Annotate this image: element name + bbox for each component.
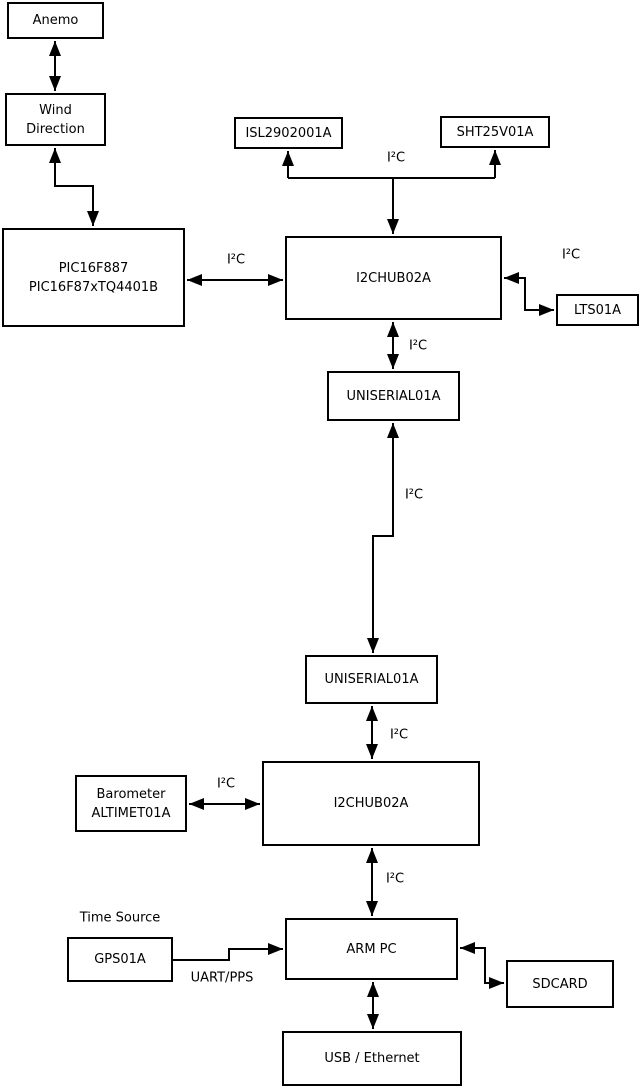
edge-label-i2c-hub1-lts: I²C bbox=[561, 247, 581, 263]
edge-label-i2c-pic-hub1: I²C bbox=[226, 252, 246, 268]
node-gps: GPS01A bbox=[67, 937, 173, 982]
label-time-source: Time Source bbox=[79, 910, 161, 926]
node-barometer-label-line2: ALTIMET01A bbox=[91, 805, 171, 821]
node-uniserial-1: UNISERIAL01A bbox=[327, 371, 460, 421]
node-sdcard-label: SDCARD bbox=[532, 976, 588, 992]
edge-label-i2c-sensor-bus: I²C bbox=[386, 150, 406, 166]
node-isl-light-sensor: ISL2902001A bbox=[234, 117, 343, 149]
node-pic-microcontroller: PIC16F887 PIC16F87xTQ4401B bbox=[2, 228, 185, 327]
node-gps-label: GPS01A bbox=[94, 952, 146, 967]
edge-hub1-lts bbox=[504, 272, 554, 316]
node-usb-ethernet-label: USB / Ethernet bbox=[324, 1051, 420, 1066]
node-uniserial-2: UNISERIAL01A bbox=[305, 655, 438, 704]
edge-uniserial1-uniserial2 bbox=[367, 423, 399, 653]
edge-label-i2c-barometer-hub2: I²C bbox=[216, 776, 236, 792]
node-pic-label-line2: PIC16F87xTQ4401B bbox=[28, 279, 159, 295]
edge-label-i2c-hub1-uniserial1: I²C bbox=[408, 338, 428, 354]
node-wind-direction-label-line2: Direction bbox=[26, 121, 85, 137]
node-anemometer-label: Anemo bbox=[32, 13, 79, 28]
edge-label-i2c-uniserial2-hub2: I²C bbox=[389, 727, 409, 743]
node-lts-temperature-sensor: LTS01A bbox=[556, 294, 639, 326]
node-sht-humidity-sensor: SHT25V01A bbox=[440, 116, 550, 148]
node-wind-direction-label-line1: Wind bbox=[39, 102, 72, 118]
edge-winddirection-pic bbox=[49, 148, 99, 226]
node-anemometer: Anemo bbox=[7, 2, 104, 39]
edge-label-i2c-uniserial-link: I²C bbox=[404, 487, 424, 503]
node-i2c-hub-1-label: I2CHUB02A bbox=[356, 270, 431, 286]
node-uniserial-1-label: UNISERIAL01A bbox=[346, 388, 441, 404]
edge-label-i2c-hub2-armpc: I²C bbox=[385, 871, 405, 887]
node-sht-label: SHT25V01A bbox=[456, 124, 534, 140]
node-i2c-hub-2-label: I2CHUB02A bbox=[333, 796, 409, 811]
node-sdcard: SDCARD bbox=[506, 960, 614, 1008]
node-barometer-label-line1: Barometer bbox=[96, 786, 166, 802]
edge-label-uart-pps: UART/PPS bbox=[190, 970, 254, 986]
edge-gps-armpc bbox=[173, 943, 283, 961]
node-i2c-hub-2: I2CHUB02A bbox=[262, 761, 480, 846]
node-usb-ethernet: USB / Ethernet bbox=[282, 1031, 462, 1086]
node-i2c-hub-1: I2CHUB02A bbox=[285, 236, 502, 320]
node-isl-label: ISL2902001A bbox=[245, 125, 332, 141]
node-uniserial-2-label: UNISERIAL01A bbox=[324, 672, 419, 687]
node-lts-label: LTS01A bbox=[573, 302, 622, 318]
node-arm-pc-label: ARM PC bbox=[346, 941, 397, 957]
node-pic-label-line1: PIC16F887 bbox=[58, 260, 129, 276]
node-barometer: Barometer ALTIMET01A bbox=[75, 775, 187, 832]
node-arm-pc: ARM PC bbox=[285, 918, 458, 980]
edge-armpc-sdcard bbox=[460, 942, 504, 989]
node-wind-direction: Wind Direction bbox=[5, 93, 106, 146]
